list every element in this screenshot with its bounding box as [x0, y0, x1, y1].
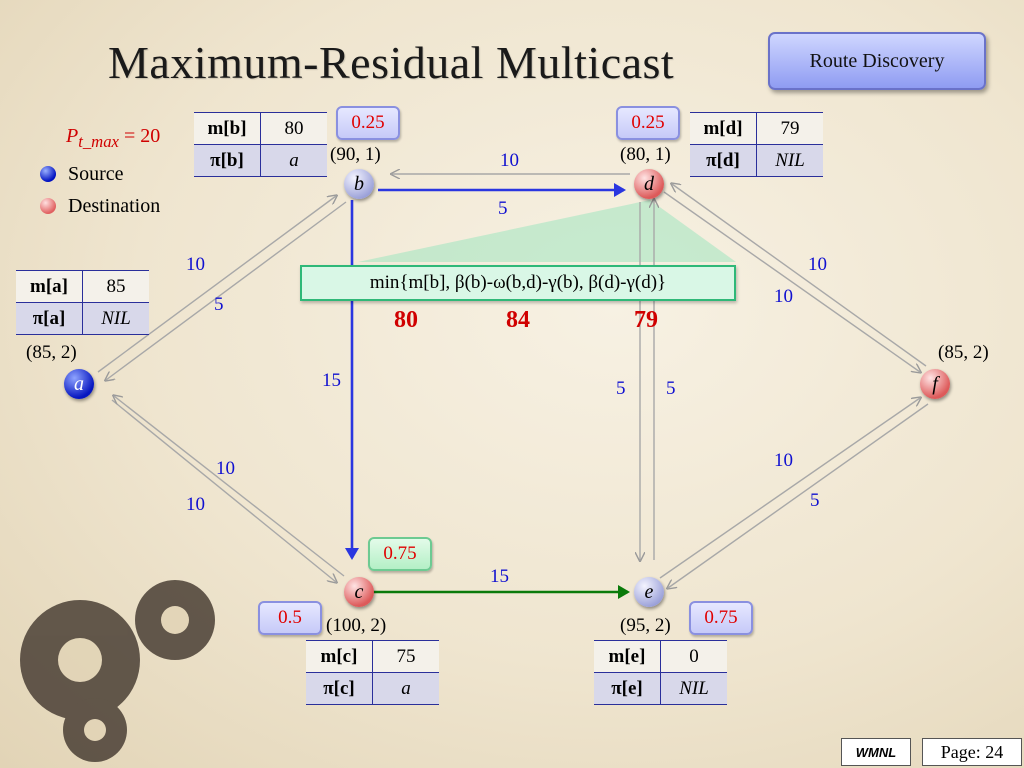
edge-f-d — [672, 184, 927, 367]
table-node-d: m[d]79 π[d]NIL — [690, 112, 823, 177]
node-f: f — [920, 369, 950, 399]
weight-df-1: 10 — [808, 254, 827, 275]
weight-ab-1: 10 — [186, 254, 205, 275]
edge-a-c — [111, 399, 336, 582]
badge-e: 0.75 — [689, 601, 753, 635]
table-node-c: m[c]75 π[c]a — [306, 640, 439, 705]
gears-decoration — [20, 580, 215, 762]
edge-b-a — [106, 201, 347, 380]
legend-destination: Destination — [38, 190, 160, 222]
node-d: d — [634, 169, 664, 199]
page-title: Maximum-Residual Multicast — [108, 37, 675, 88]
weight-ac-2: 10 — [186, 494, 205, 515]
badge-d: 0.25 — [616, 106, 680, 140]
weight-ef-1: 10 — [774, 450, 793, 471]
badge-c-green: 0.75 — [368, 537, 432, 571]
edge-c-a — [114, 396, 345, 577]
badge-b: 0.25 — [336, 106, 400, 140]
weight-de-1: 5 — [616, 378, 626, 399]
weight-ac-1: 10 — [216, 458, 235, 479]
coords-d: (80, 1) — [620, 144, 671, 165]
coords-f: (85, 2) — [938, 342, 989, 363]
weight-bd-1: 10 — [500, 150, 519, 171]
coords-e: (95, 2) — [620, 615, 671, 636]
edge-d-f — [663, 191, 920, 372]
weight-de-2: 5 — [666, 378, 676, 399]
formula-highlight — [358, 200, 736, 262]
coords-b: (90, 1) — [330, 144, 381, 165]
weight-bd-2: 5 — [498, 198, 508, 219]
coords-c: (100, 2) — [326, 615, 387, 636]
result-value-2: 84 — [506, 307, 530, 333]
edge-e-f — [659, 398, 920, 579]
footer-org: WMNL — [841, 738, 911, 766]
weight-df-2: 10 — [774, 286, 793, 307]
formula-box: min{m[b], β(b)-ω(b,d)-γ(b), β(d)-γ(d)} — [300, 265, 736, 301]
page-number: Page: 24 — [922, 738, 1022, 766]
node-b: b — [344, 169, 374, 199]
route-discovery-button[interactable]: Route Discovery — [768, 32, 986, 90]
destination-dot-icon — [40, 198, 56, 214]
legend: Pt_max = 20 Source Destination — [38, 120, 160, 222]
coords-a: (85, 2) — [26, 342, 77, 363]
legend-ptmax: Pt_max = 20 — [66, 125, 161, 151]
weight-ef-2: 5 — [810, 490, 820, 511]
legend-source: Source — [38, 158, 160, 190]
table-node-b: m[b]80 π[b]a — [194, 112, 327, 177]
result-value-1: 80 — [394, 307, 418, 333]
node-c: c — [344, 577, 374, 607]
table-node-e: m[e]0 π[e]NIL — [594, 640, 727, 705]
edge-a-b — [97, 196, 336, 373]
node-e: e — [634, 577, 664, 607]
result-value-3: 79 — [634, 307, 658, 333]
table-node-a: m[a]85 π[a]NIL — [16, 270, 149, 335]
weight-ab-2: 5 — [214, 294, 224, 315]
weight-ce: 15 — [490, 566, 509, 587]
weight-bc: 15 — [322, 370, 341, 391]
badge-c: 0.5 — [258, 601, 322, 635]
node-a: a — [64, 369, 94, 399]
edge-f-e — [668, 403, 929, 588]
source-dot-icon — [40, 166, 56, 182]
